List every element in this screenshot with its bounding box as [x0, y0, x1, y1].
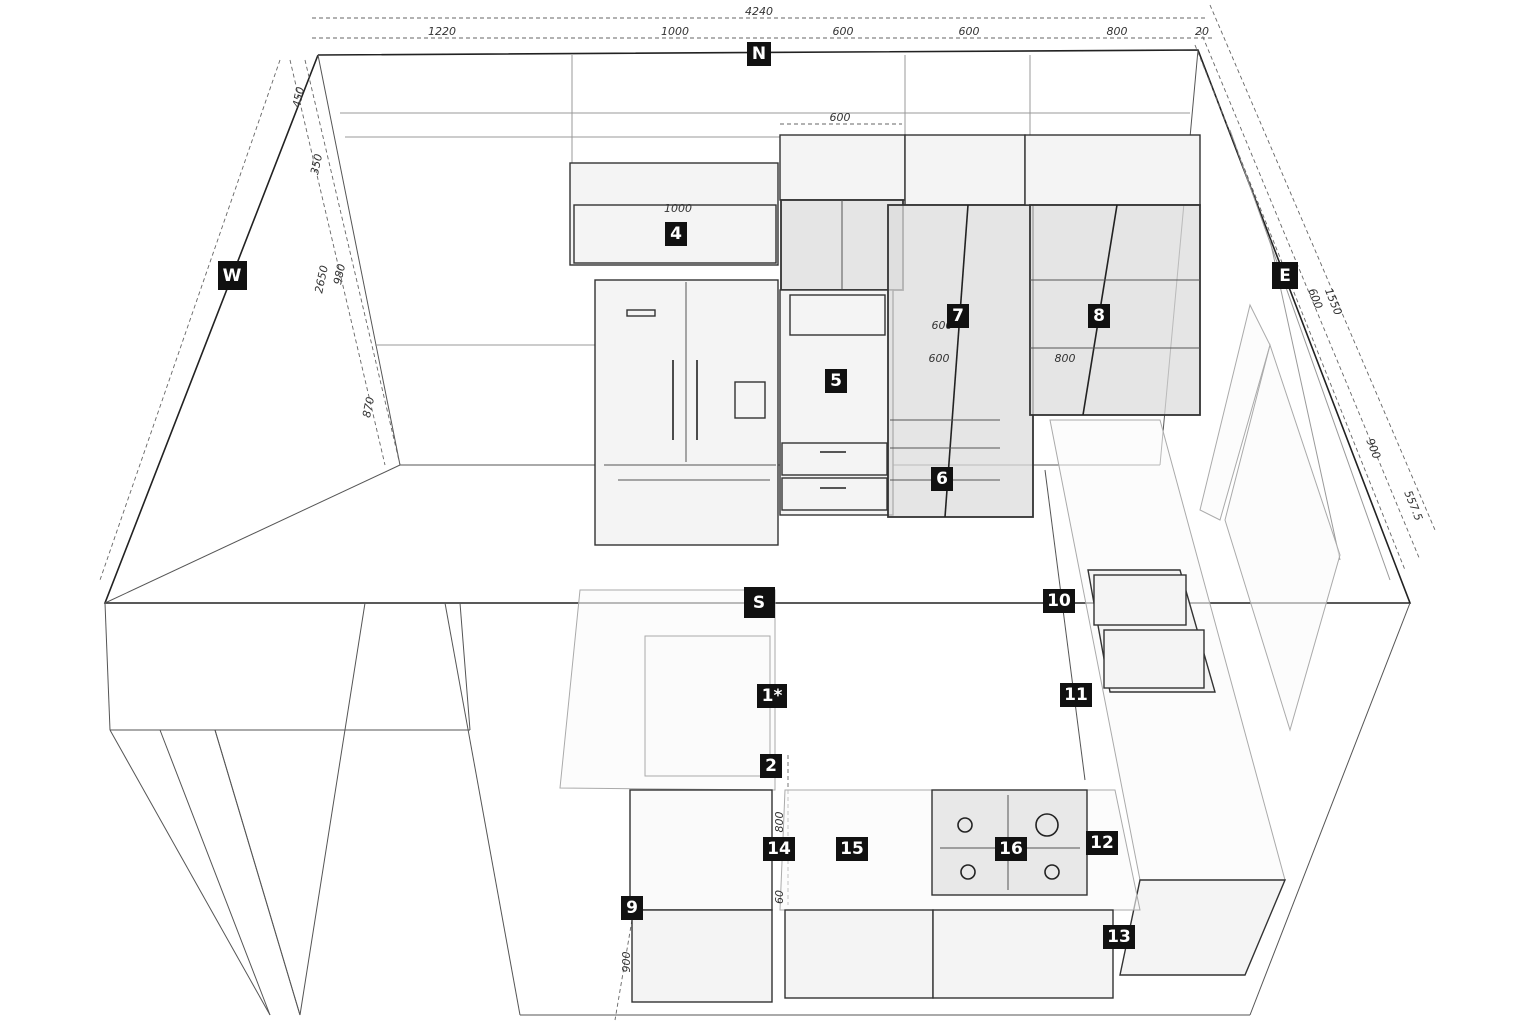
marker-11: 11	[1060, 683, 1092, 707]
direction-south: S	[744, 587, 775, 618]
tall-column-5[interactable]	[779, 134, 906, 516]
dim-left: 2650	[312, 264, 331, 294]
marker-7: 7	[947, 304, 969, 328]
direction-west: W	[218, 261, 247, 290]
dim-inner: 600	[929, 352, 950, 365]
cooktop[interactable]	[931, 789, 1088, 896]
marker-8: 8	[1088, 304, 1110, 328]
svg-text:E: E	[1279, 266, 1291, 286]
marker-6: 6	[931, 467, 953, 491]
marker-16: 16	[995, 837, 1027, 861]
room-walls	[103, 49, 1412, 1016]
dim-segment: 20	[1195, 25, 1209, 38]
dim-left: 450	[290, 86, 307, 109]
marker-12: 12	[1086, 831, 1118, 855]
tall-unit-6-7[interactable]	[887, 134, 1034, 518]
peninsula-counter[interactable]	[559, 589, 776, 791]
svg-text:8: 8	[1093, 306, 1105, 326]
wall-unit-8[interactable]	[1024, 134, 1201, 416]
dim-segment: 800	[1107, 25, 1128, 38]
wall-cabinet-4[interactable]	[569, 162, 779, 266]
dim-total-width: 4240	[745, 5, 773, 18]
marker-9: 9	[621, 896, 643, 920]
direction-north: N	[747, 42, 771, 66]
svg-text:14: 14	[767, 839, 791, 859]
marker-10: 10	[1043, 589, 1075, 613]
svg-text:11: 11	[1064, 685, 1088, 705]
sink-run[interactable]	[1044, 419, 1287, 976]
dim-bottom: 60	[773, 890, 786, 904]
marker-15: 15	[836, 837, 868, 861]
svg-text:6: 6	[936, 469, 948, 489]
dim-right: 900	[1363, 437, 1383, 461]
marker-14: 14	[763, 837, 795, 861]
dim-segment: 1220	[428, 25, 456, 38]
dimension-lines	[99, 4, 1436, 1021]
dim-segment: 600	[959, 25, 980, 38]
svg-text:13: 13	[1107, 927, 1131, 947]
fridge[interactable]	[594, 279, 779, 546]
direction-east: E	[1272, 262, 1298, 289]
window	[1199, 303, 1341, 732]
dim-right: 1550	[1322, 286, 1345, 317]
svg-text:10: 10	[1047, 591, 1071, 611]
svg-text:9: 9	[626, 898, 638, 918]
dim-segment: 1000	[661, 25, 689, 38]
dim-column-width: 600	[830, 111, 851, 124]
dim-left: 870	[360, 396, 377, 419]
dim-left: 350	[308, 153, 325, 176]
svg-text:S: S	[753, 593, 765, 613]
marker-4: 4	[665, 222, 687, 246]
dim-segment: 600	[833, 25, 854, 38]
dim-bottom: 900	[620, 952, 633, 973]
svg-text:4: 4	[670, 224, 682, 244]
svg-text:W: W	[223, 266, 242, 286]
svg-text:16: 16	[999, 839, 1023, 859]
svg-text:2: 2	[765, 756, 777, 776]
dim-left: 980	[331, 263, 348, 286]
svg-text:1*: 1*	[762, 686, 783, 706]
svg-text:12: 12	[1090, 833, 1114, 853]
svg-text:N: N	[752, 44, 766, 64]
dim-wall-cabinet: 1000	[664, 202, 692, 215]
svg-text:15: 15	[840, 839, 864, 859]
dim-inner: 800	[1055, 352, 1076, 365]
dimension-labels: 4240 1220 1000 600 600 800 20 600 1000 6…	[290, 5, 1425, 973]
dim-right: 557.5	[1401, 489, 1425, 523]
svg-text:5: 5	[830, 371, 842, 391]
svg-text:7: 7	[952, 306, 964, 326]
marker-13: 13	[1103, 925, 1135, 949]
dim-bottom: 800	[773, 812, 786, 833]
marker-1: 1*	[757, 684, 787, 708]
marker-2: 2	[760, 754, 782, 778]
marker-5: 5	[825, 369, 847, 393]
